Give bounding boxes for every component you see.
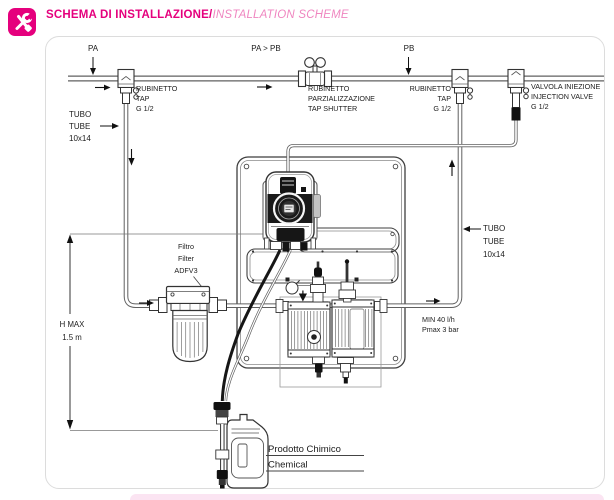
svg-text:Filter: Filter (178, 254, 195, 263)
label-tap-right: RUBINETTO TAP G 1/2 (410, 84, 452, 113)
panel-screws (243, 163, 399, 362)
svg-text:MIN 40 l/h: MIN 40 l/h (422, 315, 455, 324)
pump-suction-valve (276, 228, 305, 241)
svg-text:TAP: TAP (136, 94, 150, 103)
label-pa: PA (88, 44, 99, 53)
pump-discharge-valve (280, 177, 296, 194)
svg-text:Filtro: Filtro (178, 242, 194, 251)
page-title: SCHEMA DI INSTALLAZIONE/INSTALLATION SCH… (46, 9, 349, 21)
blender-right-cylinder (331, 259, 375, 384)
tube-left-run (123, 103, 150, 308)
page-title-english: INSTALLATION SCHEME (212, 9, 349, 21)
svg-text:TUBO: TUBO (483, 224, 505, 233)
check-valve-symbol (298, 293, 307, 302)
label-tap-left: RUBINETTO TAP G 1/2 (136, 84, 178, 113)
label-filter: Filtro Filter ADFV3 (174, 242, 197, 275)
svg-text:RUBINETTO: RUBINETTO (136, 84, 178, 93)
svg-text:ADFV3: ADFV3 (174, 266, 197, 275)
svg-text:10x14: 10x14 (483, 250, 505, 259)
svg-text:Chemical: Chemical (268, 460, 308, 471)
clamp-symbol (285, 281, 299, 295)
dosing-pump (262, 171, 321, 252)
panel-screw-mark (285, 277, 290, 282)
svg-text:10x14: 10x14 (69, 134, 91, 143)
label-chemical-tank: Prodotto Chimico Chemical (268, 444, 341, 471)
label-injection-valve: VALVOLA INIEZIONE INJECTION VALVE G 1/2 (531, 82, 600, 111)
svg-text:TUBE: TUBE (69, 122, 90, 131)
hmax-reference-lines (70, 233, 265, 431)
label-pb: PB (404, 44, 415, 53)
label-tube-left: TUBO TUBE 10x14 (69, 110, 91, 143)
svg-text:Prodotto Chimico: Prodotto Chimico (268, 444, 341, 455)
svg-text:INJECTION VALVE: INJECTION VALVE (531, 92, 593, 101)
shutter-valve (297, 57, 333, 88)
foot-valve-lance (213, 402, 231, 489)
blending-unit (275, 259, 388, 384)
label-pa-gt-pb: PA > PB (251, 44, 280, 53)
hmax-dimension (66, 234, 74, 430)
svg-text:G 1/2: G 1/2 (433, 104, 451, 113)
svg-text:G 1/2: G 1/2 (531, 102, 549, 111)
injection-valve (507, 68, 530, 121)
svg-text:H MAX: H MAX (60, 320, 85, 329)
label-min-flow: MIN 40 l/h Pmax 3 bar (422, 315, 459, 334)
page-title-italian: SCHEMA DI INSTALLAZIONE/ (46, 9, 213, 21)
tube-return-run (226, 103, 463, 308)
label-tap-shutter: RUBINETTO PARZIALIZZAZIONE TAP SHUTTER (308, 84, 375, 113)
pump-discharge-tube (286, 120, 518, 180)
flow-arrows (90, 57, 481, 306)
label-tube-right: TUBO TUBE 10x14 (483, 224, 505, 259)
chemical-tank (226, 413, 269, 489)
svg-text:Pmax 3 bar: Pmax 3 bar (422, 325, 459, 334)
svg-text:TUBO: TUBO (69, 110, 91, 119)
svg-text:RUBINETTO: RUBINETTO (308, 84, 350, 93)
pump-display (283, 204, 295, 213)
tank-label-lines (266, 455, 364, 472)
svg-text:PARZIALIZZAZIONE: PARZIALIZZAZIONE (308, 94, 375, 103)
label-hmax: H MAX 1.5 m (60, 320, 85, 342)
svg-text:TAP SHUTTER: TAP SHUTTER (308, 104, 357, 113)
tap-right (451, 68, 474, 105)
blender-left-cylinder (285, 261, 331, 378)
svg-text:TAP: TAP (438, 94, 452, 103)
suction-line (220, 249, 292, 402)
tools-icon (8, 8, 36, 36)
svg-text:TUBE: TUBE (483, 237, 504, 246)
svg-text:RUBINETTO: RUBINETTO (410, 84, 452, 93)
panel-screw-mark (354, 277, 359, 282)
next-section-edge (130, 494, 604, 500)
water-filter (149, 276, 227, 363)
svg-text:1.5 m: 1.5 m (62, 333, 82, 342)
svg-text:VALVOLA INIEZIONE: VALVOLA INIEZIONE (531, 82, 600, 91)
svg-text:G 1/2: G 1/2 (136, 104, 154, 113)
blender-outline-box (279, 296, 382, 388)
